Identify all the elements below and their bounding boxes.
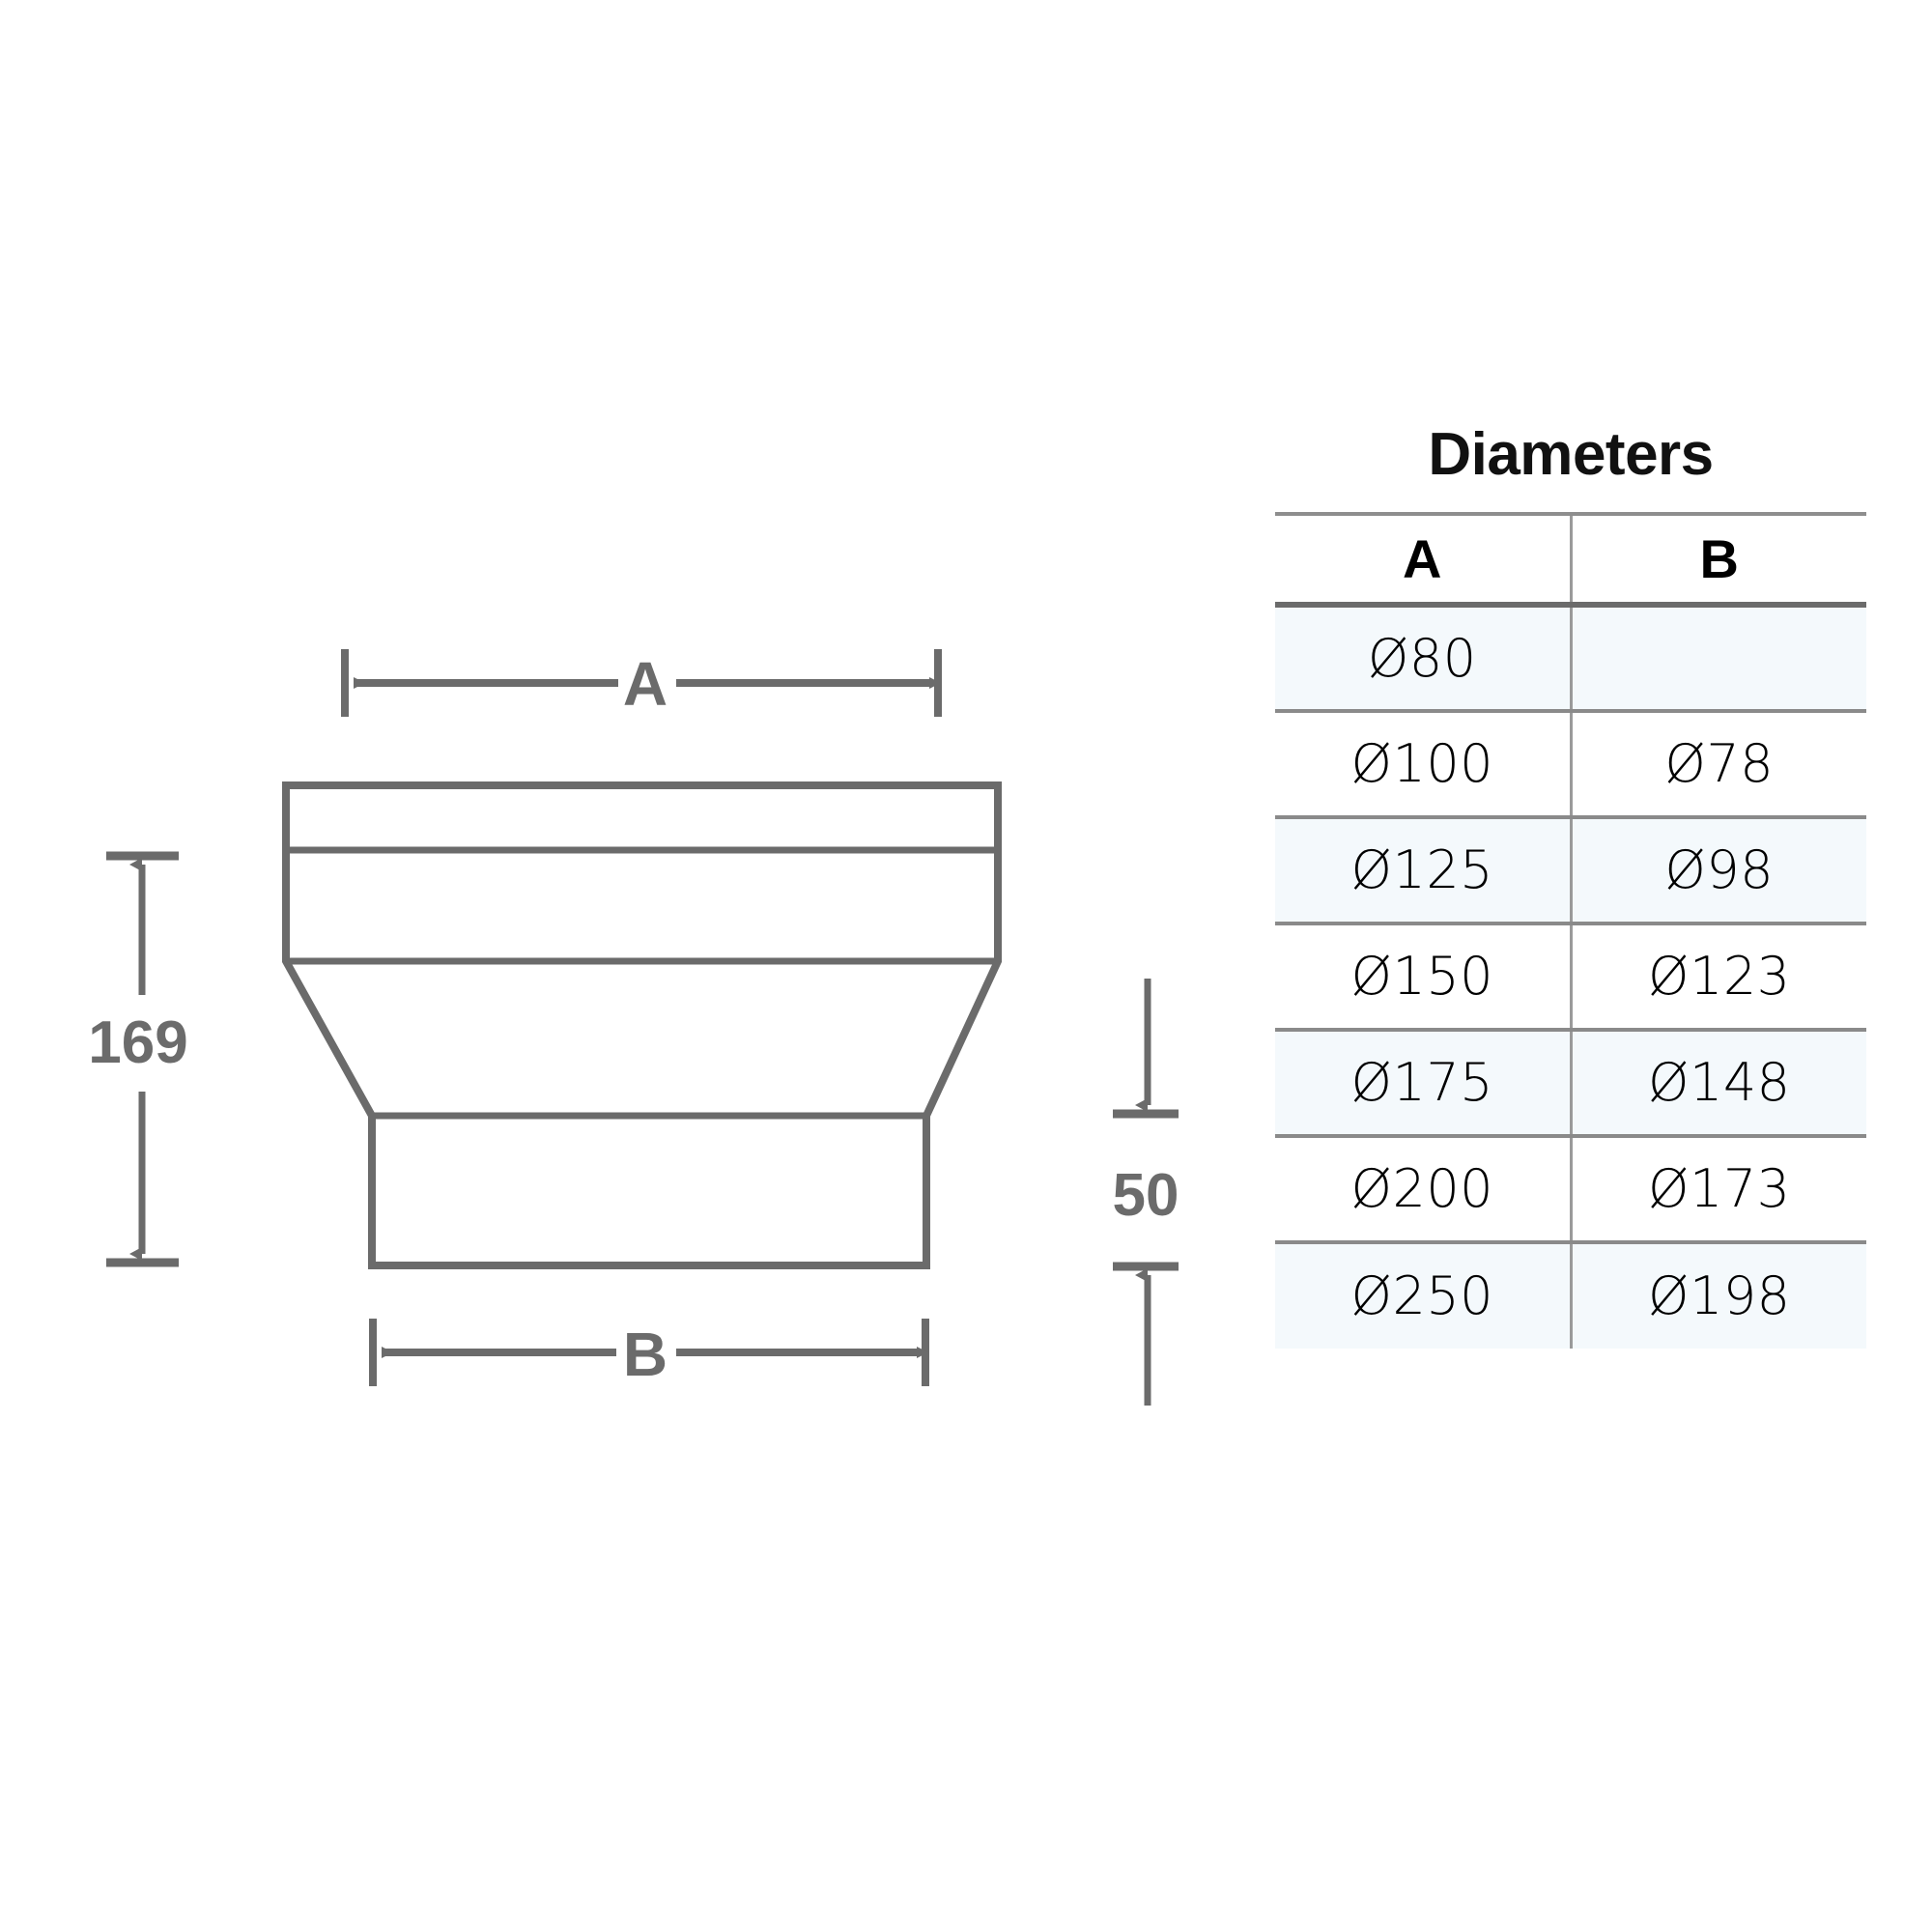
diameter-a-value: Ø250 [1350,1265,1494,1326]
table-row: Ø175 Ø148 [1275,1030,1866,1138]
table-row: Ø80 [1275,605,1866,713]
diameter-a-value: Ø100 [1350,733,1494,794]
dimension-b-label: B [623,1320,668,1389]
table-header-row: A B [1275,512,1866,608]
cell-a: Ø80 [1275,605,1571,713]
dimension-169 [106,851,179,1267]
dimension-a-label: A [623,649,668,719]
diameter-b-value: Ø173 [1647,1158,1791,1219]
dimension-b [369,1319,929,1386]
diameter-b-value: Ø198 [1647,1265,1791,1326]
table-row: Ø200 Ø173 [1275,1136,1866,1244]
diameters-table: A B Ø80 Ø100 Ø78 Ø125 Ø98 Ø150 [1275,512,1866,1349]
diameters-table-title: Diameters [1428,421,1714,488]
cell-a: Ø125 [1275,817,1571,925]
diameter-a-value: Ø200 [1350,1158,1494,1219]
reducer-body-outline [282,781,1002,1269]
reducer-inner-lines [286,846,998,1120]
column-header-a: A [1275,512,1571,608]
cell-a: Ø175 [1275,1030,1571,1138]
dimension-50-label: 50 [1113,1162,1179,1229]
cell-b: Ø98 [1569,817,1866,925]
table-head: A B [1275,512,1866,608]
cell-a: Ø150 [1275,923,1571,1032]
cell-a: Ø200 [1275,1136,1571,1244]
cell-b: Ø123 [1569,923,1866,1032]
diameter-b-value: Ø98 [1664,839,1775,900]
column-header-b: B [1569,512,1866,608]
table-row: Ø250 Ø198 [1275,1242,1866,1349]
cell-a: Ø250 [1275,1242,1571,1349]
diameter-b-value: Ø123 [1647,946,1791,1007]
diameter-b-value: Ø78 [1664,733,1775,794]
table-row: Ø100 Ø78 [1275,711,1866,819]
cell-b: Ø78 [1569,711,1866,819]
diameter-a-value: Ø80 [1367,627,1477,689]
cell-b: Ø198 [1569,1242,1866,1349]
table-row: Ø150 Ø123 [1275,923,1866,1032]
diameter-b-value: Ø148 [1647,1052,1791,1113]
diameter-a-value: Ø125 [1350,839,1494,900]
cell-b: Ø148 [1569,1030,1866,1138]
table-body: Ø80 Ø100 Ø78 Ø125 Ø98 Ø150 Ø123 Ø175 [1275,605,1866,1349]
diameter-a-value: Ø175 [1350,1052,1494,1113]
cell-b: Ø173 [1569,1136,1866,1244]
dimension-50 [1113,979,1179,1406]
diameters-table-panel: Diameters A B Ø80 Ø100 Ø78 [1275,425,1866,1349]
cell-a: Ø100 [1275,711,1571,819]
cell-b [1569,605,1866,713]
table-row: Ø125 Ø98 [1275,817,1866,925]
diameter-a-value: Ø150 [1350,946,1494,1007]
reducer-drawing: A B 169 [88,649,1179,1406]
dimension-169-label: 169 [88,1009,187,1076]
dimension-a [341,649,942,717]
drawing-panel: A B 169 [88,649,1179,1406]
